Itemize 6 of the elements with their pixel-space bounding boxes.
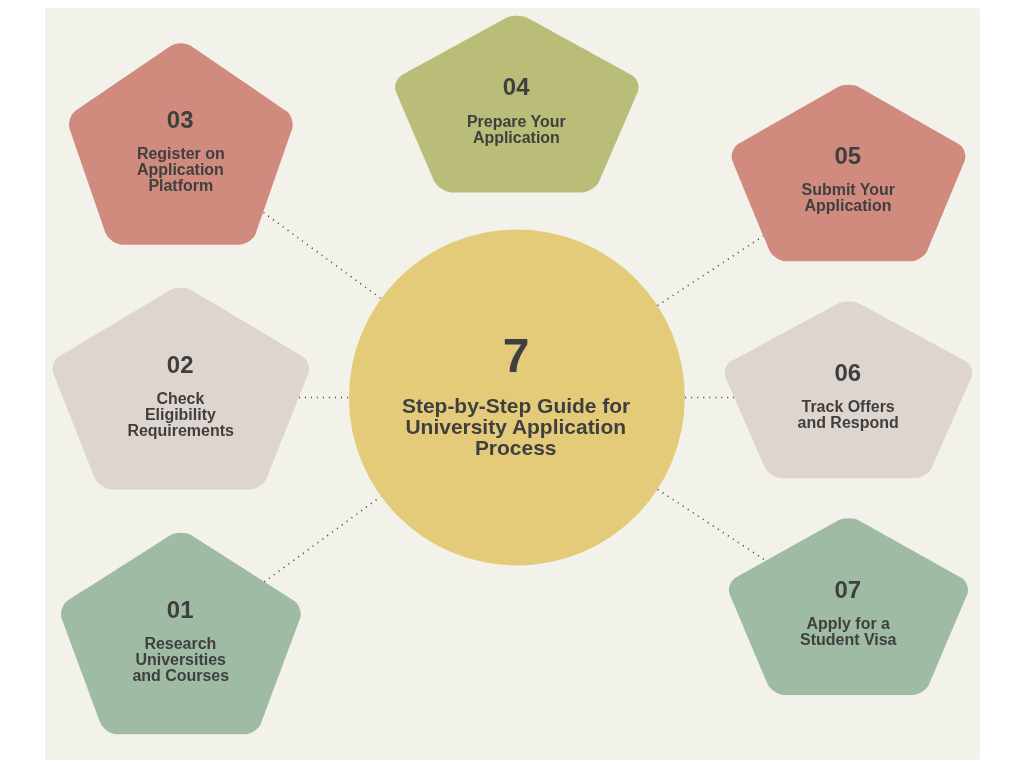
connector: [263, 495, 381, 583]
connector: [656, 235, 764, 307]
connector: [656, 488, 767, 562]
node-circle: 7 Step-by-Step Guide for University Application Process: [348, 229, 685, 566]
connector: [262, 211, 381, 300]
connector: [683, 396, 735, 399]
